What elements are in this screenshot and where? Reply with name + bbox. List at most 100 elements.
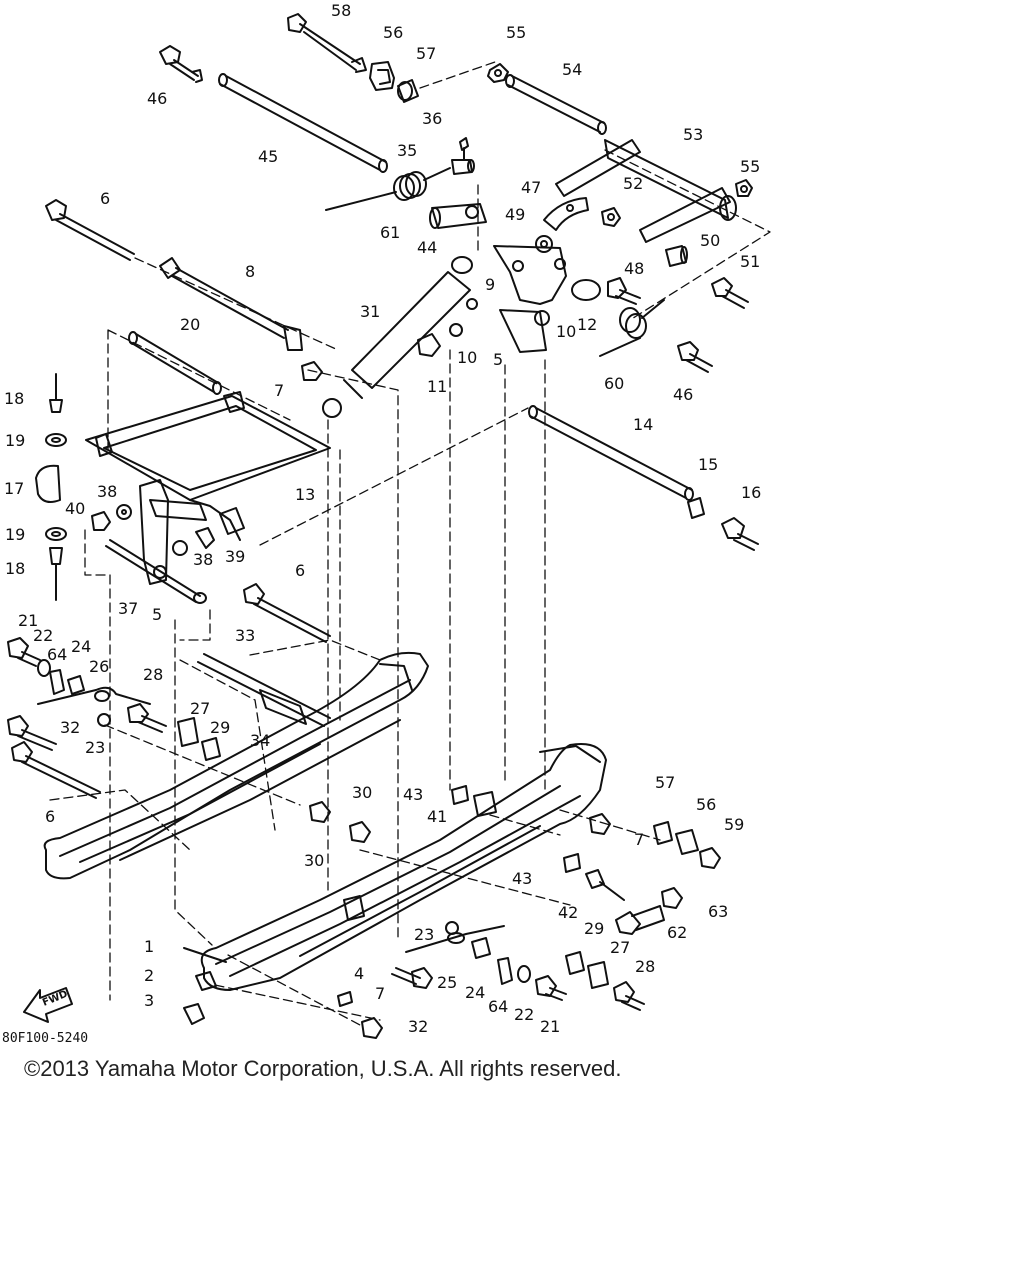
callout-label: 21 bbox=[18, 611, 38, 630]
shock-31 bbox=[322, 256, 473, 418]
forward-arrow-icon: FWD bbox=[23, 987, 73, 1023]
plate-64-left bbox=[49, 669, 65, 695]
spring-60 bbox=[599, 299, 665, 357]
rod-8 bbox=[159, 257, 303, 351]
rivet-18-low bbox=[49, 547, 63, 601]
nut-23-right bbox=[445, 921, 459, 935]
bracket-47 bbox=[543, 197, 589, 231]
callout-label: 53 bbox=[683, 125, 703, 144]
bolt-39 bbox=[195, 527, 215, 549]
shaft-20 bbox=[128, 331, 222, 395]
front-arm-13 bbox=[85, 391, 331, 541]
callout-label: 61 bbox=[380, 223, 400, 242]
bolt-16 bbox=[721, 517, 759, 551]
callout-label: 28 bbox=[143, 665, 163, 684]
shaft-54 bbox=[505, 74, 607, 135]
collar-50 bbox=[665, 245, 688, 267]
block-43-top bbox=[451, 785, 469, 805]
callout-label: 9 bbox=[485, 275, 495, 294]
shaft-45 bbox=[218, 73, 388, 173]
nut-30-left bbox=[309, 801, 331, 823]
rivet-18-top bbox=[49, 373, 63, 413]
assembly-guide-lines bbox=[49, 61, 771, 1026]
callout-label: 57 bbox=[416, 44, 436, 63]
callout-label: 41 bbox=[427, 807, 447, 826]
bolt-46-top bbox=[159, 45, 203, 83]
link-9 bbox=[493, 245, 601, 353]
callout-label: 33 bbox=[235, 626, 255, 645]
callout-label: 45 bbox=[258, 147, 278, 166]
bolt-58 bbox=[287, 13, 367, 73]
wear-strip-1 bbox=[183, 947, 227, 963]
callout-label: 38 bbox=[97, 482, 117, 501]
callout-label: 57 bbox=[655, 773, 675, 792]
callout-label: 15 bbox=[698, 455, 718, 474]
bolt-51 bbox=[711, 277, 749, 309]
screw-2 bbox=[195, 971, 217, 991]
callout-label: 39 bbox=[225, 547, 245, 566]
rear-suspension-exploded-diagram: FWD 58 56 57 55 54 46 36 53 45 35 55 52 … bbox=[2, 1, 771, 1046]
spring-61 bbox=[325, 167, 451, 211]
nut-7-right bbox=[589, 813, 611, 835]
callout-label: 18 bbox=[5, 559, 25, 578]
bolt-46-mid bbox=[677, 341, 713, 373]
callout-label: 46 bbox=[673, 385, 693, 404]
callout-label: 59 bbox=[724, 815, 744, 834]
callout-label: 6 bbox=[45, 807, 55, 826]
nut-59 bbox=[699, 847, 721, 869]
callout-label: 35 bbox=[397, 141, 417, 160]
block-43-low bbox=[563, 853, 581, 873]
callout-label: 6 bbox=[295, 561, 305, 580]
callout-label: 27 bbox=[610, 938, 630, 957]
callout-label: 56 bbox=[383, 23, 403, 42]
rivet-42 bbox=[585, 869, 625, 901]
callout-label: 10 bbox=[556, 322, 576, 341]
callout-label: 30 bbox=[304, 851, 324, 870]
nut-23-left bbox=[97, 713, 111, 727]
callout-label: 50 bbox=[700, 231, 720, 250]
screw-3 bbox=[183, 1003, 205, 1025]
pin-36 bbox=[459, 137, 469, 161]
callout-label: 48 bbox=[624, 259, 644, 278]
callout-label: 64 bbox=[488, 997, 508, 1016]
callout-label: 22 bbox=[33, 626, 53, 645]
callout-label: 46 bbox=[147, 89, 167, 108]
callout-label: 11 bbox=[427, 377, 447, 396]
callout-label: 7 bbox=[274, 381, 284, 400]
callout-label: 29 bbox=[210, 718, 230, 737]
collar-24-right bbox=[471, 937, 491, 959]
callout-label: 25 bbox=[437, 973, 457, 992]
washer-19-top bbox=[45, 433, 67, 447]
slide-rail-left bbox=[43, 651, 429, 880]
callout-label: 31 bbox=[360, 302, 380, 321]
callout-label: 4 bbox=[354, 964, 364, 983]
callout-label: 54 bbox=[562, 60, 582, 79]
nut-7-upper bbox=[301, 361, 323, 381]
shaft-14 bbox=[528, 405, 694, 501]
collar-35 bbox=[451, 159, 475, 175]
callout-label: 7 bbox=[375, 984, 385, 1003]
collar-57-low bbox=[653, 821, 673, 845]
bolt-21-left bbox=[7, 637, 41, 667]
bolt-48 bbox=[607, 277, 641, 305]
callout-label: 24 bbox=[71, 637, 91, 656]
copyright-notice: ©2013 Yamaha Motor Corporation, U.S.A. A… bbox=[24, 1056, 622, 1081]
collar-29-right bbox=[565, 951, 585, 975]
callout-label: 28 bbox=[635, 957, 655, 976]
callout-label: 32 bbox=[60, 718, 80, 737]
callout-label: 62 bbox=[667, 923, 687, 942]
bolt-6-low bbox=[11, 741, 101, 799]
nut-63 bbox=[661, 887, 683, 909]
callout-label: 16 bbox=[741, 483, 761, 502]
washer-19-low bbox=[45, 527, 67, 541]
nut-30-right bbox=[349, 821, 371, 843]
pivot-44 bbox=[429, 203, 487, 229]
slide-rail-right bbox=[200, 743, 607, 991]
callout-label: 13 bbox=[295, 485, 315, 504]
block-27-left bbox=[177, 717, 199, 747]
callout-label: 42 bbox=[558, 903, 578, 922]
bolt-6-top bbox=[45, 199, 135, 261]
washer-22-right bbox=[517, 965, 531, 983]
callout-label: 55 bbox=[506, 23, 526, 42]
callout-label: 14 bbox=[633, 415, 653, 434]
